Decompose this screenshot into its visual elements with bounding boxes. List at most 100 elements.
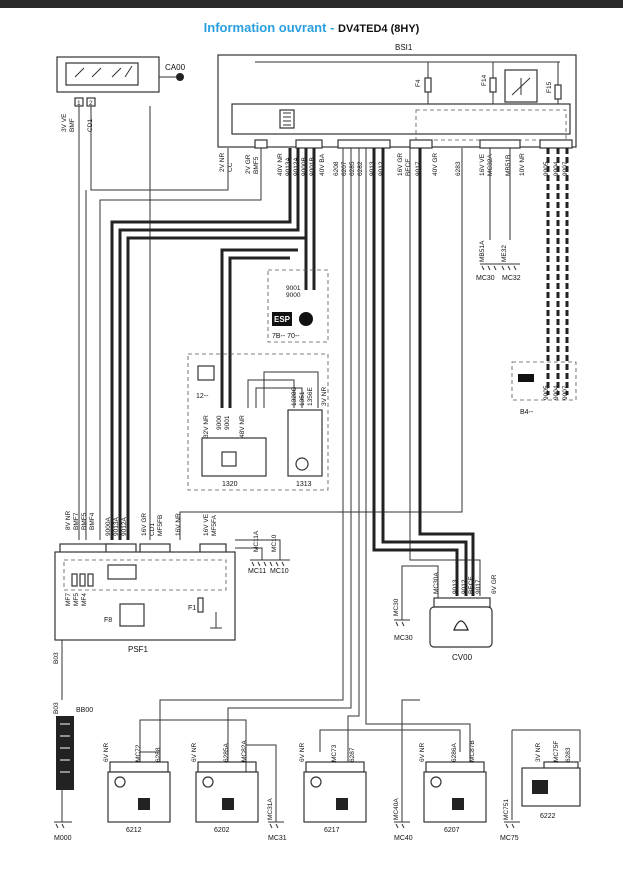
bsi-c13: BECE xyxy=(405,158,412,176)
m4-w3: MC87B xyxy=(469,740,476,762)
mc11-mc10-wires xyxy=(235,539,281,560)
m4-w2: 6286A xyxy=(451,743,458,762)
motor-feed-wires xyxy=(139,719,461,752)
bsi-conn-e xyxy=(479,139,521,149)
m2-lock-icon xyxy=(222,798,234,810)
bsi-conn-a xyxy=(254,139,268,149)
psf1-c1: BMF7 xyxy=(73,512,80,530)
ca00-pin2-label: 2 xyxy=(89,100,93,107)
mf4-label: MF4 xyxy=(81,593,88,606)
b4-w1: 9005 xyxy=(543,385,550,400)
b03-label: B03 xyxy=(53,652,60,664)
psf1-c8: MF5FB xyxy=(157,515,164,536)
cv00-body xyxy=(429,606,493,648)
wire-6283-b xyxy=(512,729,581,762)
bsi-w2: 2V GR xyxy=(245,154,252,174)
bsi-w3: 40V NR xyxy=(277,153,284,176)
m2-label: 6202 xyxy=(214,827,230,834)
mc751-label: MC751 xyxy=(503,799,510,820)
cv00-w4: BECE xyxy=(468,576,475,594)
wire-bece xyxy=(409,148,481,596)
c1320-chip xyxy=(221,451,237,467)
cv00-label: CV00 xyxy=(452,653,473,662)
m000-label: M000 xyxy=(54,835,72,842)
fuse-mf5 xyxy=(79,573,86,587)
c1320-label: 1320 xyxy=(222,481,238,488)
fuse-f4-label: F4 xyxy=(415,79,422,87)
module-1320-1313: 12-- 32V NR 9000 9001 48V NR 1320 1328C … xyxy=(187,353,329,491)
m1-w3: 6288 xyxy=(155,747,162,762)
m1-lock-icon xyxy=(138,798,150,810)
window-top-bar xyxy=(0,0,623,8)
bsi-c1: CC xyxy=(227,162,234,172)
m5-w2: MC75F xyxy=(553,741,560,762)
wire-9013 xyxy=(372,148,459,596)
esp-conn-label: 7B-- 70-- xyxy=(272,333,300,340)
m2-ground-wire xyxy=(245,744,277,822)
relay-switch xyxy=(511,77,531,96)
ca00-w2: BMF xyxy=(69,118,76,132)
m4-motor-icon xyxy=(430,776,442,788)
c1313-w3: 1356E xyxy=(307,387,314,406)
c1320-w3: 9001 xyxy=(224,415,231,430)
c1313-w1: 1328C xyxy=(291,387,298,406)
psf1-body xyxy=(54,551,236,641)
m3-lock-icon xyxy=(336,798,348,810)
mb51a-label: MB51A xyxy=(479,240,486,262)
b4-block xyxy=(518,374,534,382)
bsi-label: BSI1 xyxy=(395,43,413,52)
m4-conn xyxy=(425,761,485,773)
psf1-c5: 9013A xyxy=(113,517,120,536)
m2-motor-icon xyxy=(202,776,214,788)
m5-body xyxy=(521,767,581,807)
mc11-ground xyxy=(250,559,290,567)
title-separator: - xyxy=(326,20,339,35)
b4-w3: 9007 xyxy=(562,385,569,400)
relay-f8 xyxy=(119,603,145,627)
wire-9000a xyxy=(126,148,308,540)
esp-box: 9001 9000 ESP 7B-- 70-- xyxy=(267,269,329,343)
cv00-w3: 9012 xyxy=(461,579,468,594)
psf1-c6: 9012A xyxy=(121,517,128,536)
m1-conn xyxy=(109,761,169,773)
mc40-wire xyxy=(401,699,420,822)
f8-label: F8 xyxy=(104,617,112,624)
bsi-wire-labels: 2V NR CC 2V GR BMF5 40V NR 9013A 9012A 9… xyxy=(219,153,569,176)
wire-9000-1320 xyxy=(220,248,298,408)
battery-bb00: B03 B03 BB00 M000 xyxy=(53,640,93,842)
wire-6286 xyxy=(365,148,471,762)
thin-wires xyxy=(78,106,581,820)
b4-label: B4-- xyxy=(520,409,534,416)
m4-w1: 6V NR xyxy=(419,743,426,762)
m5-trunk-icon xyxy=(532,780,548,794)
mc11-mc10-grounds: MC11A MC10 MC11 MC10 xyxy=(235,530,290,575)
ca00-pin1-label: 1 xyxy=(77,100,81,107)
fuse-f14-label: F14 xyxy=(481,74,488,86)
psf1-unit: 8V NR BMF7 BMF5 BMF4 9000A 9013A 9012A 1… xyxy=(54,511,236,654)
c1313-sensor xyxy=(295,457,309,471)
psf1-c4: 9000A xyxy=(105,517,112,536)
cv00-w5: 9017 xyxy=(475,579,482,594)
bsi-module xyxy=(279,109,295,129)
b4-connector: 9005 9004 9007 B4-- xyxy=(511,361,577,416)
m000-ground xyxy=(54,821,72,829)
mc75-ground xyxy=(504,821,520,829)
mc31a-label: MC31A xyxy=(267,798,274,820)
motor-6222: 3V NR MC75F 6283 6222 MC751 MC75 xyxy=(500,741,581,842)
bsi-w1: 2V NR xyxy=(219,153,226,172)
m5-label: 6222 xyxy=(540,813,556,820)
bsi-w5: 16V GR xyxy=(397,153,404,176)
ca00-switch: CA00 1 2 3V VE BMF CD1 xyxy=(56,56,186,132)
bsi-c9: 6285 xyxy=(349,161,356,176)
fuse-mf7 xyxy=(71,573,78,587)
motor-6217: 6V NR MC73 6287 6217 xyxy=(299,743,367,834)
m5-w1: 3V NR xyxy=(535,743,542,762)
fuse-f1 xyxy=(197,597,204,613)
m3-w2: MC73 xyxy=(331,744,338,762)
mc32-label: MC32 xyxy=(502,275,521,282)
mc30b-w-label: MC30 xyxy=(393,598,400,616)
fuse-f15-label: F15 xyxy=(546,81,553,93)
psf1-c7: CD1 xyxy=(149,523,156,536)
mc40-ground xyxy=(394,821,410,829)
motor-bus xyxy=(139,719,461,752)
